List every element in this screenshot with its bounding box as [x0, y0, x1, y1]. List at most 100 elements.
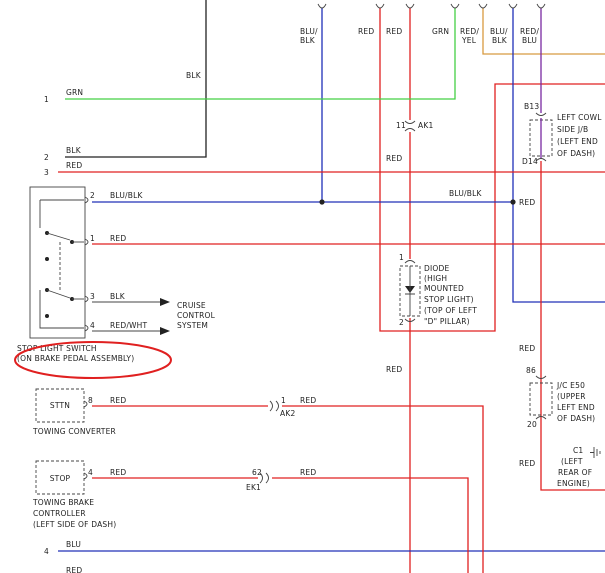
- towing-converter-box-label: STTN: [50, 401, 70, 410]
- black-harness-outline: [65, 0, 207, 158]
- wire-red-from-cowl: [540, 161, 605, 491]
- ak2-num: 1: [281, 396, 286, 405]
- diode-label-5: (TOP OF LEFT: [424, 306, 477, 315]
- diode-label-2: (HIGH: [424, 274, 447, 283]
- diode-pin-bottom: 2: [399, 318, 404, 327]
- diode-label-3: MOUNTED: [424, 284, 464, 293]
- top-label-red-yel-1: RED/: [460, 27, 479, 36]
- towing-converter-label: TOWING CONVERTER: [32, 427, 116, 436]
- stop-light-switch-label: STOP LIGHT SWITCH: [17, 344, 97, 353]
- jc-box: [529, 382, 553, 416]
- ak1-connector: [404, 120, 416, 132]
- top-connector-7: [536, 3, 546, 9]
- jc-label-2: (UPPER: [557, 392, 586, 401]
- top-connector-6: [508, 3, 518, 9]
- stop-light-switch-location: (ON BRAKE PEDAL ASSEMBLY): [17, 354, 134, 363]
- cowl-label-4: OF DASH): [557, 149, 595, 158]
- arrow-cruise: [160, 298, 170, 306]
- wire-red-towing-brake-2: [272, 477, 469, 573]
- switch-pin-1-color: RED: [110, 234, 126, 243]
- red-right-label-2: RED: [519, 459, 535, 468]
- red-mid-left-label: RED: [386, 365, 402, 374]
- switch-pin-4: 4: [90, 321, 95, 330]
- top-label-red-blu-2: BLU: [522, 36, 537, 45]
- pin-5-color: RED: [66, 566, 82, 573]
- cowl-pin-top: B13: [524, 102, 539, 111]
- pin-2-number: 2: [44, 153, 49, 162]
- jc-label-1: J/C E50: [556, 381, 585, 390]
- ground-icon: [590, 447, 601, 458]
- cruise-label-3: SYSTEM: [177, 321, 208, 330]
- ek1-label: EK1: [246, 483, 261, 492]
- cowl-label-2: SIDE J/B: [557, 125, 588, 134]
- red-highlight-circle: [14, 341, 172, 379]
- top-label-blu-blk2-1: BLU/: [490, 27, 508, 36]
- top-connector-2: [375, 3, 385, 9]
- jc-label-4: OF DASH): [557, 414, 595, 423]
- switch-pin-2: 2: [90, 191, 95, 200]
- switch-internal-1: [39, 199, 84, 290]
- blu-blk-right-label: BLU/BLK: [449, 189, 482, 198]
- cruise-label-1: CRUISE: [177, 301, 206, 310]
- ground-label-3: REAR OF: [558, 468, 592, 477]
- towing-brake-label-3: (LEFT SIDE OF DASH): [33, 520, 116, 529]
- ground-label-1: C1: [573, 446, 583, 455]
- wire-red-yel: [482, 8, 605, 55]
- diode-label-6: "D" PILLAR): [424, 317, 470, 326]
- diode-pin-top: 1: [399, 253, 404, 262]
- wire-grn-vertical: [65, 8, 456, 100]
- pin-3-color: RED: [66, 161, 82, 170]
- top-connector-1: [317, 3, 327, 9]
- ak2-label: AK2: [280, 409, 295, 418]
- ground-label-2: (LEFT: [561, 457, 583, 466]
- pin-1-color: GRN: [66, 88, 83, 97]
- switch-pin-4-color: RED/WHT: [110, 321, 148, 330]
- switch-pin-3-color: BLK: [110, 292, 126, 301]
- blk-label-upper: BLK: [186, 71, 202, 80]
- towing-brake-label-2: CONTROLLER: [33, 509, 86, 518]
- top-label-red-yel-2: YEL: [461, 36, 477, 45]
- ek1-num: 62: [252, 468, 262, 477]
- switch-pin-2-color: BLU/BLK: [110, 191, 143, 200]
- top-label-blu-blk-2: BLK: [300, 36, 316, 45]
- stop-light-switch-box: [29, 186, 86, 339]
- wire-blu-blk-513: [512, 8, 605, 303]
- cruise-label-2: CONTROL: [177, 311, 216, 320]
- ak1-label: AK1: [418, 121, 433, 130]
- towing-converter-pin: 8: [88, 396, 93, 405]
- pin-1-number: 1: [44, 95, 49, 104]
- red-right-node-label: RED: [519, 198, 535, 207]
- towing-brake-box-label: STOP: [50, 474, 71, 483]
- towing-brake-pin: 4: [88, 468, 93, 477]
- ak2-connector: [269, 400, 279, 412]
- diode-label-4: STOP LIGHT): [424, 295, 474, 304]
- splice-node-right: [510, 199, 516, 205]
- arrow-cruise-2: [160, 327, 170, 335]
- top-label-red-blu-1: RED/: [520, 27, 539, 36]
- towing-brake-wire-color: RED: [300, 468, 316, 477]
- cowl-label-3: (LEFT END: [557, 137, 598, 146]
- ak1-pin-number: 11: [396, 121, 406, 130]
- pin-4-number: 4: [44, 547, 49, 556]
- top-label-red-1: RED: [358, 27, 374, 36]
- switch-internal-2: [39, 288, 84, 329]
- jc-pin-bottom: 20: [527, 420, 537, 429]
- top-connector-4: [450, 3, 460, 9]
- ek1-connector: [259, 472, 269, 484]
- towing-brake-box: [35, 460, 85, 495]
- towing-converter-pin-color: RED: [110, 396, 126, 405]
- towing-brake-pin-color: RED: [110, 468, 126, 477]
- top-label-grn: GRN: [432, 27, 449, 36]
- splice-node-left: [319, 199, 325, 205]
- cowl-pin-bottom: D14: [522, 157, 538, 166]
- cowl-label-1: LEFT COWL: [557, 113, 602, 122]
- top-label-blu-blk2-2: BLK: [492, 36, 508, 45]
- top-label-red-2: RED: [386, 27, 402, 36]
- pin-3-number: 3: [44, 168, 49, 177]
- switch-pin-3: 3: [90, 292, 95, 301]
- pin-4-color: BLU: [66, 540, 81, 549]
- ground-label-4: ENGINE): [557, 479, 590, 488]
- diode-label-1: DIODE: [424, 264, 449, 273]
- blk-label-lower: BLK: [66, 146, 82, 155]
